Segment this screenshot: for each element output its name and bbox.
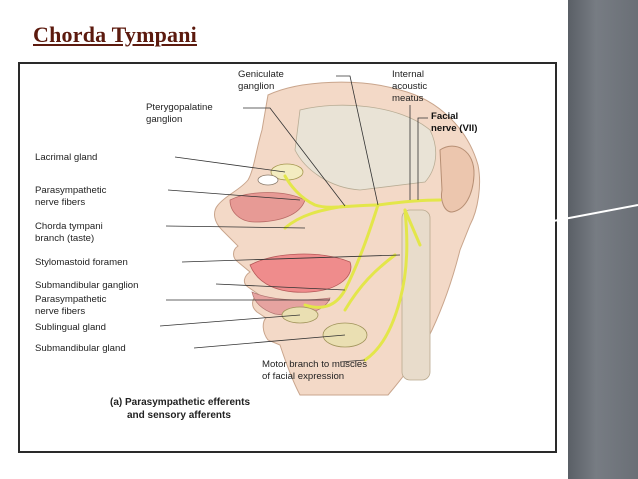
label-parasym2-2: nerve fibers [35,306,85,317]
caption-line-1: (a) Parasympathetic efferents [110,397,250,408]
label-stylomastoid: Stylomastoid foramen [35,257,128,268]
label-submand-ganglion: Submandibular ganglion [35,280,138,291]
leader-chorda [165,225,306,229]
ear [439,145,475,213]
chorda-tympani-nerve [303,203,380,309]
facial-nerve-paths [283,174,442,362]
facial-nerve-trunk [376,198,442,207]
label-submand-gland: Submandibular gland [35,343,126,354]
leader-submand-gland [193,334,346,349]
leader-pterygopalatine [243,107,346,207]
leader-motor [339,359,366,363]
leader-geniculate [336,75,379,206]
label-geniculate-1: Geniculate [238,69,284,80]
label-internal-3: meatus [392,93,424,104]
pterygopalatine-branch [283,204,347,230]
label-pterygo-2: ganglion [146,114,182,125]
label-internal-1: Internal [392,69,424,80]
lacrimal-branch [283,174,380,209]
label-sublingual: Sublingual gland [35,322,106,333]
labels: Geniculate ganglion Internal acoustic me… [35,69,477,421]
label-geniculate-2: ganglion [238,81,274,92]
leader-stylomastoid [181,254,401,263]
leader-facial-nerve [417,117,428,200]
leader-parasym1 [167,189,301,201]
label-lacrimal: Lacrimal gland [35,152,97,163]
label-facial-2: nerve (VII) [431,123,477,134]
label-motor-1: Motor branch to muscles [262,359,367,370]
label-parasym2-1: Parasympathetic [35,294,107,305]
label-pterygo-1: Pterygopalatine [146,102,213,113]
decorative-side-panel [568,0,638,479]
label-internal-2: acoustic [392,81,427,92]
label-motor-2: of facial expression [262,371,344,382]
leader-lacrimal [174,156,286,173]
motor-branch [363,208,409,362]
tongue [249,253,352,293]
label-parasym1-2: nerve fibers [35,197,85,208]
caption-line-2: and sensory afferents [127,410,231,421]
leader-sublingual [159,314,301,327]
stylomastoid-branch [403,208,422,247]
leader-submand-ganglion [215,283,346,291]
label-facial-1: Facial [431,111,458,122]
label-chorda-1: Chorda tympani [35,221,103,232]
eye [257,174,279,186]
slide-title: Chorda Tympani [33,22,197,47]
submandibular-branch [343,253,397,312]
label-parasym1-1: Parasympathetic [35,185,107,196]
slide-decor-line [547,204,638,223]
label-chorda-2: branch (taste) [35,233,94,244]
nasal-cavity [229,192,306,223]
leader-lines [159,75,428,363]
